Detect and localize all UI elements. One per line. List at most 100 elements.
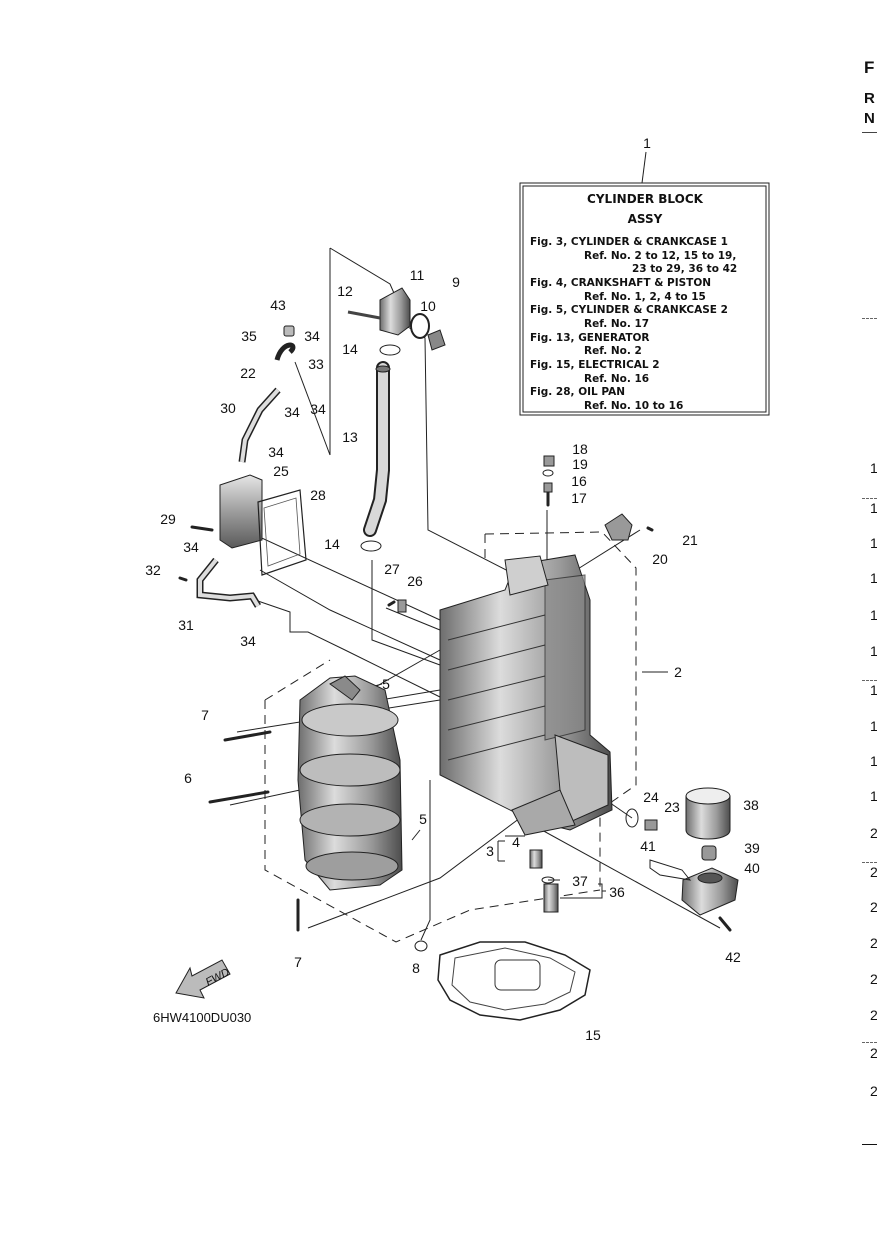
gasket-washer-part <box>625 808 639 828</box>
edge-number: 1 <box>870 753 877 769</box>
edge-number: 1 <box>870 535 877 551</box>
edge-number: 2 <box>870 899 877 915</box>
callout-34: 34 <box>304 328 320 344</box>
callout-17: 17 <box>571 490 587 506</box>
water-pipe-part <box>363 361 391 537</box>
callout-43: 43 <box>270 297 286 313</box>
info-line: Fig. 15, ELECTRICAL 2 <box>530 359 660 371</box>
callout-22: 22 <box>240 365 256 381</box>
edge-number: 2 <box>870 825 877 841</box>
callout-20: 20 <box>652 551 668 567</box>
callout-5: 5 <box>382 676 390 692</box>
edge-number: 1 <box>870 788 877 804</box>
callout-labels: 1 2 3 4 5 5 6 7 7 8 9 10 11 12 13 14 14 … <box>145 135 760 1043</box>
callout-4: 4 <box>512 834 520 850</box>
bracket-part <box>604 513 633 541</box>
callout-35: 35 <box>241 328 257 344</box>
callout-34: 34 <box>310 401 326 417</box>
oil-pan-gasket-part <box>437 941 591 1021</box>
callout-34: 34 <box>284 404 300 420</box>
callout-12: 12 <box>337 283 353 299</box>
dowel-part <box>414 940 428 952</box>
info-line: Ref. No. 2 <box>584 345 642 357</box>
callout-14: 14 <box>324 536 340 552</box>
edge-number: 1 <box>870 607 877 623</box>
callout-42: 42 <box>725 949 741 965</box>
callout-32: 32 <box>145 562 161 578</box>
callout-16: 16 <box>571 473 587 489</box>
info-box-subtitle: ASSY <box>628 212 663 226</box>
callout-27: 27 <box>384 561 400 577</box>
callout-5: 5 <box>419 811 427 827</box>
forward-arrow-icon: FWD <box>175 959 232 999</box>
edge-rule <box>862 1144 877 1145</box>
edge-number: 2 <box>870 1083 877 1099</box>
callout-14: 14 <box>342 341 358 357</box>
bolt-parts <box>178 455 732 932</box>
hose-and-cover-parts <box>196 342 307 608</box>
crankcase-part <box>297 675 403 891</box>
info-line: Ref. No. 2 to 12, 15 to 19, <box>584 250 736 262</box>
edge-tick <box>862 498 877 499</box>
callout-9: 9 <box>452 274 460 290</box>
info-line: Fig. 13, GENERATOR <box>530 332 650 344</box>
callout-25: 25 <box>273 463 289 479</box>
callout-8: 8 <box>412 960 420 976</box>
callout-29: 29 <box>160 511 176 527</box>
callout-31: 31 <box>178 617 194 633</box>
callout-6: 6 <box>184 770 192 786</box>
thermostat-cover-part <box>283 287 446 351</box>
callout-40: 40 <box>744 860 760 876</box>
edge-number: 1 <box>870 682 877 698</box>
edge-number: 2 <box>870 864 877 880</box>
o-ring-part <box>360 540 382 552</box>
edge-number: 2 <box>870 1007 877 1023</box>
edge-tick <box>862 1042 877 1043</box>
washer-part <box>541 876 555 884</box>
info-line: Fig. 5, CYLINDER & CRANKCASE 2 <box>530 304 728 316</box>
info-line: Ref. No. 10 to 16 <box>584 400 683 412</box>
info-box: CYLINDER BLOCK ASSY Fig. 3, CYLINDER & C… <box>519 182 770 416</box>
edge-tick <box>862 318 877 319</box>
callout-33: 33 <box>308 356 324 372</box>
cylinder-block-part <box>439 554 613 836</box>
edge-number: 2 <box>870 971 877 987</box>
edge-number: 2 <box>870 1045 877 1061</box>
callout-36-bracket <box>560 883 606 899</box>
callout-38: 38 <box>743 797 759 813</box>
edge-heading-char: R <box>864 90 875 107</box>
callout-7: 7 <box>201 707 209 723</box>
callout-19: 19 <box>572 456 588 472</box>
o-ring-part <box>379 344 401 356</box>
callout-13: 13 <box>342 429 358 445</box>
oil-filter-part <box>529 787 739 916</box>
callout-34: 34 <box>240 633 256 649</box>
callout-23: 23 <box>664 799 680 815</box>
callout-7: 7 <box>294 954 302 970</box>
washer-part <box>542 469 554 477</box>
callout-36: 36 <box>609 884 625 900</box>
info-line: Fig. 4, CRANKSHAFT & PISTON <box>530 277 711 289</box>
edge-rule <box>862 132 877 133</box>
info-line: Fig. 28, OIL PAN <box>530 386 625 398</box>
info-line: Fig. 3, CYLINDER & CRANKCASE 1 <box>530 236 728 248</box>
filter-gasket-part <box>649 859 692 881</box>
callout-10: 10 <box>420 298 436 314</box>
callout-15: 15 <box>585 1027 601 1043</box>
edge-tick <box>862 862 877 863</box>
callout-3: 3 <box>486 843 494 859</box>
edge-heading-char: F <box>864 58 875 77</box>
callout-1: 1 <box>643 135 651 151</box>
callout-41: 41 <box>640 838 656 854</box>
info-line: Ref. No. 16 <box>584 373 649 385</box>
edge-number: 1 <box>870 570 877 586</box>
edge-heading-char: N <box>864 110 875 127</box>
info-line: 23 to 29, 36 to 42 <box>632 263 737 275</box>
edge-number: 2 <box>870 935 877 951</box>
edge-number: 1 <box>870 460 877 476</box>
callout-28: 28 <box>310 487 326 503</box>
edge-number: 1 <box>870 500 877 516</box>
info-box-title: CYLINDER BLOCK <box>587 192 704 206</box>
callout-37: 37 <box>572 873 588 889</box>
